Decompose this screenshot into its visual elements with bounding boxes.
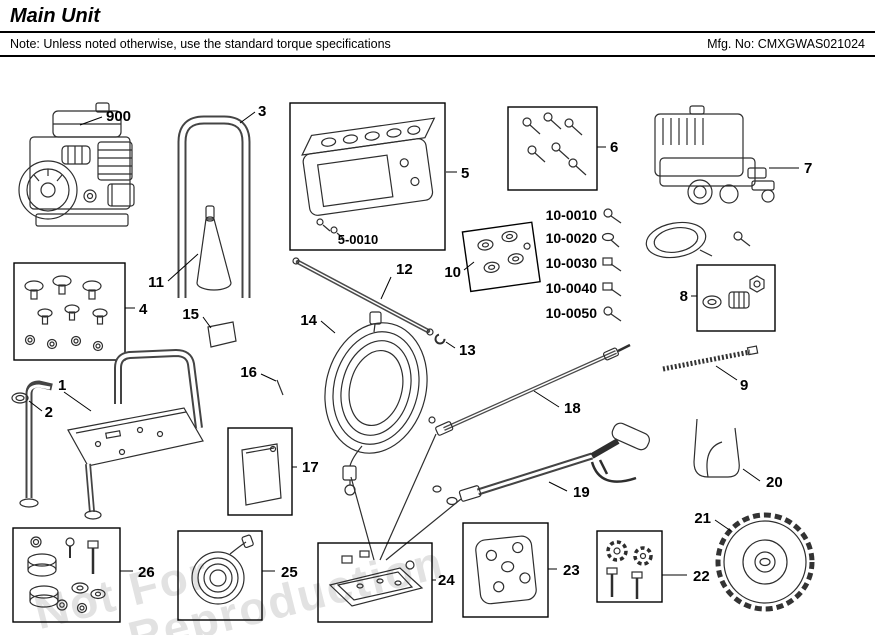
torque-note: Note: Unless noted otherwise, use the st… [10, 37, 391, 51]
leader-line [79, 116, 103, 126]
callout-cart-frame: 1 [58, 377, 66, 394]
mount-hardware-kit [13, 262, 126, 361]
clip-illustration [434, 333, 446, 345]
plate-illustration [207, 321, 237, 348]
knob-bolt-kit [596, 530, 663, 603]
callout-fastener-5: 10-0050 [546, 305, 598, 321]
leader-line [445, 341, 456, 349]
callout-funnel: 11 [148, 274, 164, 291]
leader-line [202, 316, 212, 329]
callout-wire-handle: 20 [766, 474, 783, 491]
mfg-number: Mfg. No: CMXGWAS021024 [707, 37, 865, 51]
plate-kit [462, 522, 549, 618]
leader-line [239, 111, 256, 124]
cross-tube-illustration [292, 257, 434, 336]
callout-fastener-4: 10-0040 [546, 280, 598, 296]
spray-gun-illustration [432, 422, 650, 506]
callout-plate-kit: 23 [563, 562, 580, 579]
hose-illustration [324, 311, 428, 496]
callout-control-panel: 5 [461, 165, 469, 182]
wire-handle-illustration [693, 418, 740, 478]
bolt-kit [507, 106, 598, 191]
callout-handle-knob: 2 [45, 404, 53, 421]
page-title: Main Unit [10, 5, 100, 27]
callout-fastener-2: 10-0020 [546, 230, 598, 246]
engine-illustration [18, 102, 135, 227]
callout-fastener-3: 10-0030 [546, 255, 598, 271]
pump-illustration [645, 105, 775, 259]
leader-lines [28, 111, 799, 581]
threaded-rod-illustration [662, 345, 759, 372]
callout-threaded-rod: 9 [740, 377, 748, 394]
leader-line [548, 481, 568, 492]
handle-illustration [177, 115, 251, 298]
cart-frame-illustration [19, 348, 204, 520]
handle-knob-illustration [11, 392, 29, 404]
callout-handle: 3 [258, 103, 266, 120]
callout-spray-gun: 19 [573, 484, 590, 501]
leader-line [714, 519, 732, 532]
leader-line [167, 253, 199, 282]
callout-cross-tube: 12 [396, 261, 413, 278]
base-plate-kit [317, 433, 462, 623]
callout-fitting-kit: 8 [680, 288, 688, 305]
callout-wheel: 21 [694, 510, 711, 527]
leader-line [320, 320, 336, 334]
callout-pin: 16 [240, 364, 257, 381]
callout-spray-wand: 18 [564, 400, 581, 417]
control-panel-kit [289, 102, 446, 251]
hardware-kit [12, 527, 121, 623]
callout-panel-kit: 17 [302, 459, 319, 476]
callout-clip: 13 [459, 342, 476, 359]
callout-base-plate-kit: 24 [438, 572, 455, 589]
leader-line [260, 373, 277, 382]
leader-line [533, 390, 560, 408]
spray-wand-illustration [428, 343, 631, 436]
leader-line [742, 468, 761, 482]
leader-line [380, 276, 392, 300]
callout-hose: 14 [300, 312, 317, 329]
fastener-icons [601, 208, 622, 322]
leader-line [63, 391, 92, 412]
callout-engine: 900 [106, 108, 131, 125]
callout-fastener-1: 10-0010 [546, 207, 598, 223]
callout-plate: 15 [182, 306, 199, 323]
washer-kit [461, 221, 541, 293]
callout-pump: 7 [804, 160, 812, 177]
pin-illustration [276, 379, 284, 396]
callout-mount-hardware-kit: 4 [139, 301, 148, 318]
leader-line [28, 400, 43, 412]
header-divider-top [0, 31, 875, 33]
callout-knob-bolt-kit: 22 [693, 568, 710, 585]
funnel-illustration [196, 205, 232, 291]
callout-washer-kit: 10 [444, 264, 461, 281]
header-divider-bottom [0, 55, 875, 57]
leader-line [715, 365, 738, 381]
callout-hardware-kit: 26 [138, 564, 155, 581]
fitting-kit [696, 264, 776, 332]
leader-line [463, 261, 475, 271]
wheel-illustration [715, 512, 815, 612]
panel-kit [227, 427, 293, 516]
callout-control-panel-sub: 5-0010 [338, 232, 378, 247]
callout-bolt-kit: 6 [610, 139, 618, 156]
hose-kit [177, 530, 263, 621]
callout-hose-kit: 25 [281, 564, 298, 581]
